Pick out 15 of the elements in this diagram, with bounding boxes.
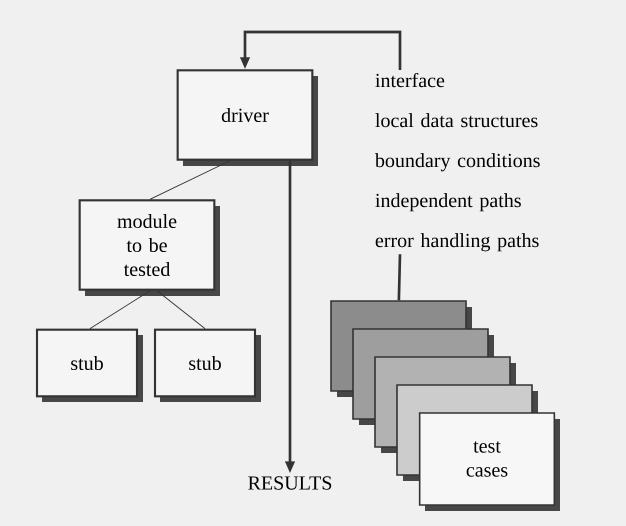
- connector-line: [90, 290, 150, 330]
- checklist-item: boundary conditions: [374, 153, 540, 172]
- process-box: stub: [36, 328, 143, 402]
- checklist-item: independent paths: [375, 193, 521, 212]
- connector-line: [156, 290, 206, 330]
- process-box: module to be tested: [78, 199, 220, 296]
- process-box: driver: [176, 69, 318, 166]
- connector-line: [150, 160, 230, 200]
- checklist-item: interface: [375, 72, 444, 88]
- process-box: stub: [154, 328, 261, 402]
- checklist-item: local data structures: [375, 113, 538, 128]
- connector-line: [398, 254, 402, 300]
- test-card-stack: test cases: [330, 300, 560, 511]
- checklist-item: error handling paths: [376, 233, 539, 252]
- result-label: RESULTS: [248, 476, 332, 490]
